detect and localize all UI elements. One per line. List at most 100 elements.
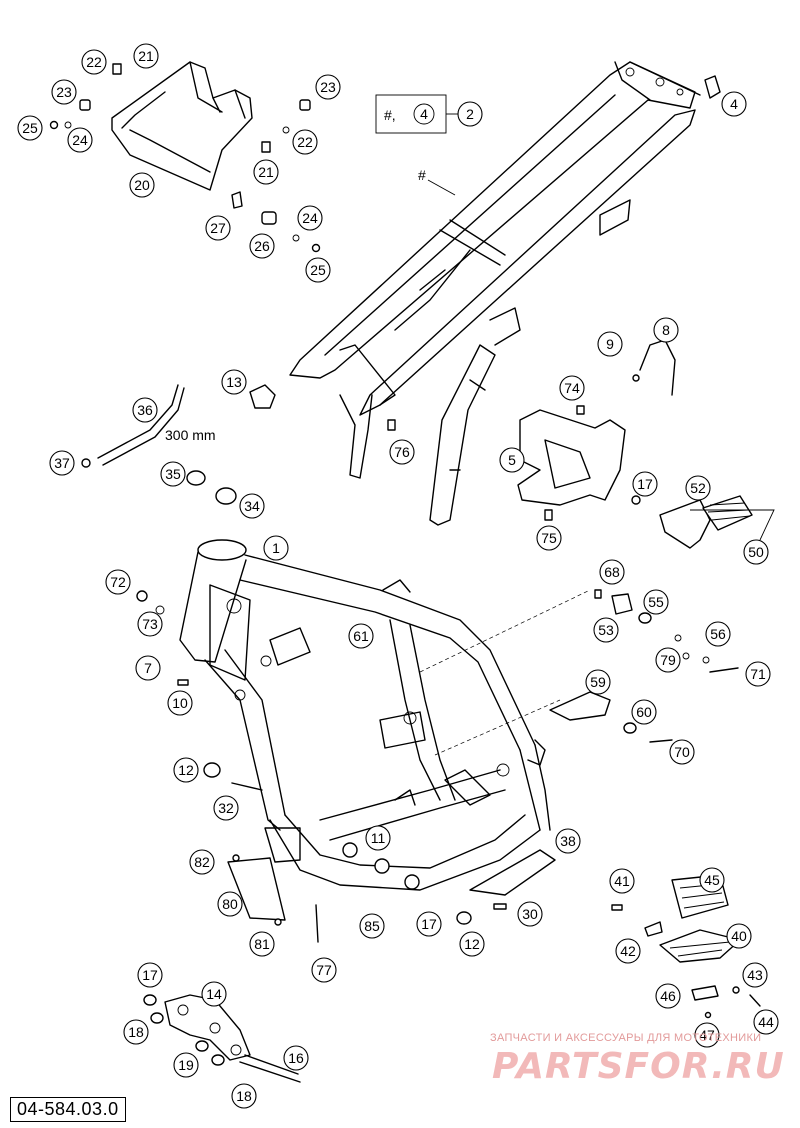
hose-length-label: 300 mm — [165, 427, 216, 443]
callout-34: 34 — [239, 493, 265, 519]
callout-25a: 25 — [17, 115, 43, 141]
svg-text:41: 41 — [614, 873, 630, 889]
callout-10: 10 — [167, 690, 193, 716]
svg-text:44: 44 — [758, 1014, 774, 1030]
callout-21b: 21 — [253, 159, 279, 185]
svg-text:45: 45 — [704, 872, 720, 888]
watermark-subtitle: ЗАПЧАСТИ И АКСЕССУАРЫ ДЛЯ МОТОТЕХНИКИ — [490, 1032, 762, 1044]
callout-25b: 25 — [305, 257, 331, 283]
callout-41: 41 — [609, 868, 635, 894]
callout-59: 59 — [585, 669, 611, 695]
callout-9: 9 — [597, 331, 623, 357]
svg-text:25: 25 — [22, 120, 38, 136]
callout-70: 70 — [669, 739, 695, 765]
svg-text:43: 43 — [747, 967, 763, 983]
cap-34-part — [215, 487, 237, 505]
callout-5: 5 — [499, 447, 525, 473]
svg-text:47: 47 — [699, 1027, 715, 1043]
svg-text:70: 70 — [674, 744, 690, 760]
nut-74-part — [576, 405, 585, 415]
document-number: 04-584.03.0 — [10, 1097, 126, 1122]
svg-text:24: 24 — [72, 132, 88, 148]
svg-text:22: 22 — [297, 134, 313, 150]
callout-16: 16 — [283, 1045, 309, 1071]
callout-12b: 12 — [459, 931, 485, 957]
footrest-bracket-part — [517, 409, 626, 506]
svg-text:71: 71 — [750, 666, 766, 682]
svg-text:74: 74 — [564, 380, 580, 396]
kit-marker-prefix: #, — [384, 107, 396, 123]
svg-text:72: 72 — [110, 574, 126, 590]
callout-60: 60 — [631, 699, 657, 725]
side-stand-part — [143, 994, 301, 1083]
svg-text:68: 68 — [604, 564, 620, 580]
svg-text:52: 52 — [690, 480, 706, 496]
svg-text:73: 73 — [142, 616, 158, 632]
svg-text:2: 2 — [466, 106, 474, 122]
callout-1: 1 — [263, 535, 289, 561]
svg-text:8: 8 — [662, 322, 670, 338]
svg-text:13: 13 — [226, 374, 242, 390]
svg-text:21: 21 — [258, 164, 274, 180]
callout-7: 7 — [135, 655, 161, 681]
leader-lines — [419, 589, 591, 756]
svg-text:60: 60 — [636, 704, 652, 720]
svg-text:7: 7 — [144, 660, 152, 676]
frame-fasteners — [136, 589, 739, 943]
svg-text:12: 12 — [178, 762, 194, 778]
callout-22b: 22 — [292, 129, 318, 155]
svg-text:79: 79 — [660, 652, 676, 668]
svg-text:50: 50 — [748, 544, 764, 560]
svg-text:11: 11 — [371, 830, 386, 846]
svg-text:82: 82 — [194, 854, 210, 870]
callout-77: 77 — [311, 957, 337, 983]
svg-text:18: 18 — [128, 1024, 144, 1040]
callout-81: 81 — [249, 931, 275, 957]
svg-text:27: 27 — [210, 220, 226, 236]
callout-19: 19 — [173, 1052, 199, 1078]
callout-55: 55 — [643, 589, 669, 615]
svg-text:10: 10 — [172, 695, 188, 711]
callout-22a: 22 — [81, 49, 107, 75]
screw-76-part — [387, 419, 396, 431]
svg-text:14: 14 — [206, 986, 222, 1002]
callout-75: 75 — [536, 525, 562, 551]
svg-text:4: 4 — [730, 96, 738, 112]
svg-text:42: 42 — [620, 943, 636, 959]
callout-72: 72 — [105, 569, 131, 595]
callout-68: 68 — [599, 559, 625, 585]
svg-text:23: 23 — [320, 79, 336, 95]
callout-79: 79 — [655, 647, 681, 673]
callout-27: 27 — [205, 215, 231, 241]
main-frame-part — [179, 539, 551, 891]
callout-52: 52 — [685, 475, 711, 501]
callout-82: 82 — [189, 849, 215, 875]
callout-23a: 23 — [51, 79, 77, 105]
svg-text:18: 18 — [236, 1088, 252, 1104]
skid-plate-part — [111, 61, 253, 191]
svg-text:1: 1 — [272, 540, 280, 556]
bracket-13-part — [249, 384, 276, 409]
callout-76: 76 — [389, 439, 415, 465]
svg-text:76: 76 — [394, 444, 410, 460]
svg-text:16: 16 — [288, 1050, 304, 1066]
callout-17a: 17 — [632, 471, 658, 497]
svg-text:38: 38 — [560, 833, 576, 849]
kit-marker-ref: 4 — [420, 106, 428, 122]
frame-marker: # — [418, 167, 426, 183]
callout-21a: 21 — [133, 43, 159, 69]
callout-17c: 17 — [137, 962, 163, 988]
skid-plate-fasteners — [49, 63, 321, 253]
callout-53: 53 — [593, 617, 619, 643]
callout-11: 11 — [365, 825, 391, 851]
svg-text:59: 59 — [590, 674, 606, 690]
svg-text:35: 35 — [165, 466, 181, 482]
svg-text:81: 81 — [254, 936, 270, 952]
kit-marker: #, 4 — [375, 94, 458, 134]
svg-text:37: 37 — [54, 455, 70, 471]
svg-text:36: 36 — [137, 402, 153, 418]
callout-71: 71 — [745, 661, 771, 687]
callout-46: 46 — [655, 983, 681, 1009]
callout-47: 47 — [694, 1022, 720, 1048]
